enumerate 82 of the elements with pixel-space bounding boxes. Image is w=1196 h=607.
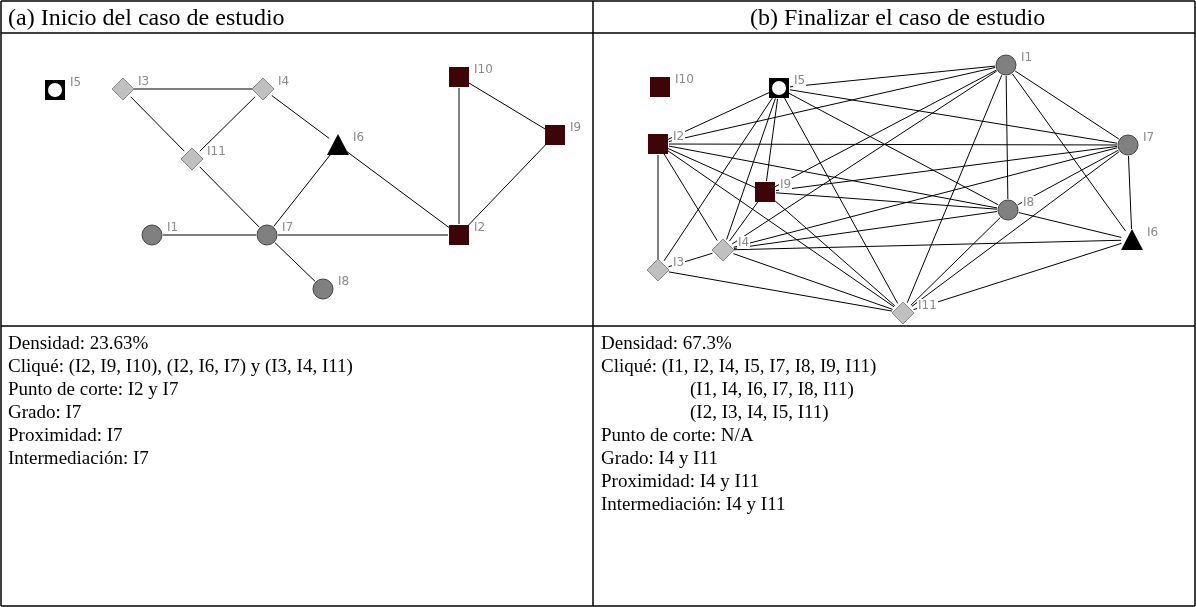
- connector-line: [668, 66, 996, 143]
- connector-line: [199, 166, 260, 228]
- node-label: I10: [674, 73, 695, 86]
- node-label: I7: [1142, 131, 1156, 144]
- connector-line: [910, 217, 1001, 306]
- connector-line: [789, 89, 1118, 144]
- connector-line: [1014, 70, 1120, 140]
- connector-line: [668, 143, 1118, 146]
- connector-line: [906, 74, 1003, 304]
- connector-line: [1017, 149, 1119, 206]
- node-label: I4: [737, 236, 751, 249]
- connector-line: [733, 147, 1118, 248]
- node-label: I7: [281, 221, 295, 234]
- connector-line: [911, 151, 1120, 307]
- connector-line: [783, 97, 899, 304]
- metric-text: Grado: I7: [8, 401, 82, 423]
- connector-line: [657, 154, 659, 260]
- connector-line: [733, 211, 998, 249]
- node-label: I11: [917, 299, 938, 312]
- node-label: I8: [337, 275, 351, 288]
- metric-text: Cliqué: (I1, I2, I4, I5, I7, I8, I9, I11): [601, 355, 877, 377]
- connector-line: [775, 145, 1118, 192]
- node-label: I10: [473, 63, 494, 76]
- metric-text: (I2, I3, I4, I5, I11): [690, 401, 829, 423]
- connector-line: [130, 96, 185, 152]
- node-label: I3: [672, 256, 686, 269]
- connector-line: [274, 242, 316, 282]
- connector-line: [1011, 73, 1127, 232]
- connector-line: [162, 234, 257, 236]
- node-label: I8: [1022, 196, 1036, 209]
- connector-line: [775, 192, 998, 210]
- node-label: I1: [1020, 51, 1034, 64]
- connector-line: [774, 69, 997, 188]
- panel-heading: (a) Inicio del caso de estudio: [8, 4, 285, 30]
- connector-line: [726, 97, 776, 241]
- node-label: I5: [69, 76, 83, 89]
- connector-line: [277, 234, 449, 236]
- metric-text: (I1, I4, I6, I7, I8, I11): [690, 378, 854, 400]
- node-label: I5: [793, 74, 807, 87]
- connector-line: [1127, 155, 1133, 230]
- connector-line: [788, 92, 999, 206]
- node-label: I6: [1146, 226, 1160, 239]
- connector-line: [733, 239, 1122, 251]
- panel-heading: (b) Finalizar el caso de estudio: [750, 4, 1046, 30]
- metric-text: Proximidad: I7: [8, 424, 123, 446]
- metric-text: Grado: I4 y I11: [601, 447, 718, 469]
- connector-line: [913, 242, 1122, 311]
- node-label: I4: [277, 75, 291, 88]
- connector-line: [668, 271, 893, 312]
- node-label: I6: [352, 131, 366, 144]
- connector-line: [199, 96, 256, 152]
- connector-line: [1005, 75, 1009, 200]
- connector-line: [663, 152, 718, 242]
- connector-line: [765, 98, 779, 182]
- node-label: I11: [206, 145, 227, 158]
- metric-text: Intermediación: I4 y I11: [601, 493, 786, 515]
- metric-text: Densidad: 23.63%: [8, 332, 149, 354]
- connector-line: [789, 65, 996, 88]
- node-label: I2: [672, 130, 686, 143]
- metric-text: Intermediación: I7: [8, 447, 149, 469]
- connector-line: [271, 95, 330, 139]
- connector-line: [667, 92, 770, 140]
- metric-text: Densidad: 67.3%: [601, 332, 732, 354]
- connector-line: [663, 96, 774, 262]
- connector-line: [668, 145, 998, 209]
- node-label: I2: [473, 221, 487, 234]
- connector-line: [732, 253, 894, 310]
- connector-line: [728, 200, 760, 242]
- connector-line: [731, 70, 998, 245]
- metric-text: Punto de corte: N/A: [601, 424, 754, 446]
- node-label: I9: [779, 178, 793, 191]
- node-label: I3: [137, 75, 151, 88]
- metric-text: Punto de corte: I2 y I7: [8, 378, 179, 400]
- connector-line: [667, 148, 756, 188]
- connector-line: [1018, 212, 1122, 238]
- node-label: I9: [569, 121, 583, 134]
- connector-line: [273, 153, 332, 227]
- connector-line: [133, 88, 253, 90]
- metric-text: Cliqué: (I2, I9, I10), (I2, I6, I7) y (I3, I4, I11): [8, 355, 353, 377]
- metric-text: Proximidad: I4 y I11: [601, 470, 760, 492]
- node-label: I1: [166, 221, 180, 234]
- connector-line: [458, 87, 460, 225]
